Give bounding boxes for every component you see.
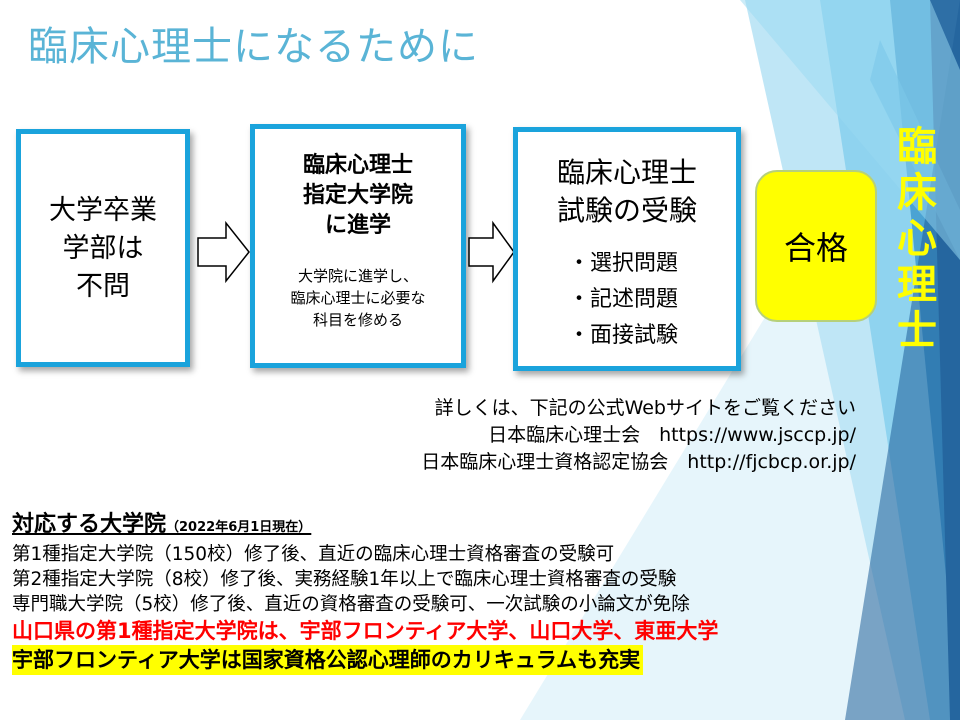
right-arrow-icon [197, 220, 250, 284]
step-exam-box: 臨床心理士 試験の受験 ・選択問題 ・記述問題 ・面接試験 [513, 127, 741, 371]
info-intro: 詳しくは、下記の公式Webサイトをご覧ください [434, 397, 856, 419]
vertical-title-char: 理 [897, 262, 937, 308]
page-title: 臨床心理士になるために [28, 24, 479, 70]
supported-universities-section: 対応する大学院（2022年6月1日現在） 第1種指定大学院（150校）修了後、直… [12, 511, 952, 675]
pass-badge: 合格 [755, 170, 877, 322]
university-type-line: 第1種指定大学院（150校）修了後、直近の臨床心理士資格審査の受験可 [12, 544, 615, 565]
step-graduate-school-heading: 臨床心理士 指定大学院 に進学 [302, 153, 413, 238]
vertical-title-char: 士 [897, 308, 937, 354]
vertical-title-char: 臨 [897, 124, 937, 170]
universities-date: （2022年6月1日現在） [166, 520, 312, 535]
info-fjcbcp-link[interactable]: 日本臨床心理士資格認定協会 http://fjcbcp.or.jp/ [421, 451, 856, 473]
right-arrow-icon [468, 220, 515, 284]
step-graduate-school-description: 大学院に進学し、 臨床心理士に必要な 科目を修める [290, 267, 426, 329]
yamaguchi-universities-line: 山口県の第1種指定大学院は、宇部フロンティア大学、山口大学、東亜大学 [12, 619, 719, 643]
vertical-title-char: 床 [897, 170, 937, 216]
university-type-line: 第2種指定大学院（8校）修了後、実務経験1年以上で臨床心理士資格審査の受験 [12, 569, 677, 590]
vertical-title-char: 心 [897, 216, 937, 262]
universities-heading-text: 対応する大学院 [12, 512, 167, 537]
step-graduate-school-box: 臨床心理士 指定大学院 に進学 大学院に進学し、 臨床心理士に必要な 科目を修め… [250, 124, 466, 368]
official-websites-info: 詳しくは、下記の公式Webサイトをご覧ください 日本臨床心理士会 https:/… [421, 395, 856, 476]
exam-subject-item: ・記述問題 [568, 287, 679, 312]
info-jsccp-link[interactable]: 日本臨床心理士会 https://www.jsccp.jp/ [488, 424, 856, 446]
universities-heading: 対応する大学院（2022年6月1日現在） [12, 511, 952, 542]
university-type-line: 専門職大学院（5校）修了後、直近の資格審査の受験可、一次試験の小論文が免除 [12, 594, 690, 615]
exam-subject-item: ・選択問題 [568, 251, 679, 276]
highlight-line: 宇部フロンティア大学は国家資格公認心理師のカリキュラムも充実 [12, 645, 644, 675]
exam-subjects-list: ・選択問題 ・記述問題 ・面接試験 [568, 246, 678, 354]
step-graduation-box: 大学卒業 学部は 不問 [16, 129, 190, 367]
exam-subject-item: ・面接試験 [568, 323, 679, 348]
vertical-title: 臨 床 心 理 士 [893, 124, 941, 354]
step-graduation-text: 大学卒業 学部は 不問 [49, 195, 157, 302]
step-exam-heading: 臨床心理士 試験の受験 [556, 156, 697, 227]
